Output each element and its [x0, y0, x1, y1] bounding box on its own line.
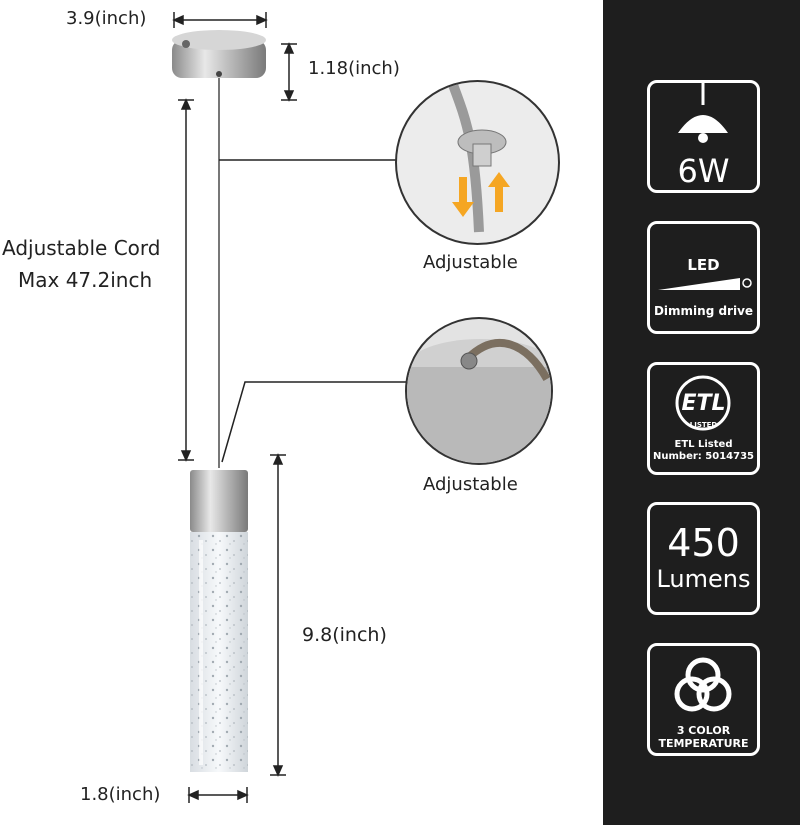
led-caption: Dimming drive — [653, 304, 754, 318]
etl-line-1: ETL Listed — [674, 439, 733, 450]
badge-led-dimming: LED Dimming drive — [647, 221, 760, 334]
led-title: LED — [687, 256, 720, 274]
color-temp-line-1: 3 COLOR — [676, 724, 731, 737]
dim-canopy-width — [172, 12, 268, 28]
lumens-unit: Lumens — [656, 565, 751, 593]
arrow-up-icon — [488, 172, 510, 212]
lumens-value: 450 — [667, 521, 740, 565]
cord-detail-illustration — [447, 82, 510, 233]
pendant-shade — [190, 470, 248, 772]
detail-caption-cord: Adjustable — [423, 252, 518, 273]
dim-canopy-height — [281, 42, 297, 102]
etl-line-2: Number: 5014735 — [653, 451, 754, 462]
dim-shade-width — [187, 787, 249, 803]
detail-circle-cord — [395, 80, 560, 245]
etl-logo-icon — [675, 375, 731, 431]
wattage-value: 6W — [677, 152, 730, 190]
dim-cord-length — [178, 98, 194, 462]
canopy-height-label: 1.18(inch) — [308, 58, 400, 79]
detail-circle-shade — [405, 317, 553, 465]
shade-detail-illustration — [407, 338, 551, 463]
product-drawing — [172, 12, 410, 803]
etl-listed: LISTED — [689, 421, 718, 429]
shade-height-label: 9.8(inch) — [302, 624, 387, 646]
leader-line-shade — [221, 381, 410, 463]
badge-color-temperature: 3 COLOR TEMPERATURE — [647, 643, 760, 756]
detail-caption-shade: Adjustable — [423, 474, 518, 495]
trefoil-icon — [674, 657, 732, 712]
color-temp-line-2: TEMPERATURE — [658, 737, 749, 750]
pendant-lamp-icon — [678, 83, 728, 143]
badge-etl: ETL LISTED ETL Listed Number: 5014735 — [647, 362, 760, 475]
etl-mark: ETL — [681, 391, 726, 416]
canopy-width-label: 3.9(inch) — [66, 8, 147, 29]
dimmer-wedge-icon — [658, 278, 752, 290]
arrow-down-icon — [452, 177, 474, 217]
canopy — [172, 30, 266, 78]
badge-wattage: 6W — [647, 80, 760, 193]
badge-lumens: 450 Lumens — [647, 502, 760, 615]
cord-length-label-1: Adjustable Cord — [2, 236, 161, 260]
dim-shade-height — [270, 453, 286, 777]
shade-width-label: 1.8(inch) — [80, 784, 161, 805]
cord-length-label-2: Max 47.2inch — [18, 268, 153, 292]
